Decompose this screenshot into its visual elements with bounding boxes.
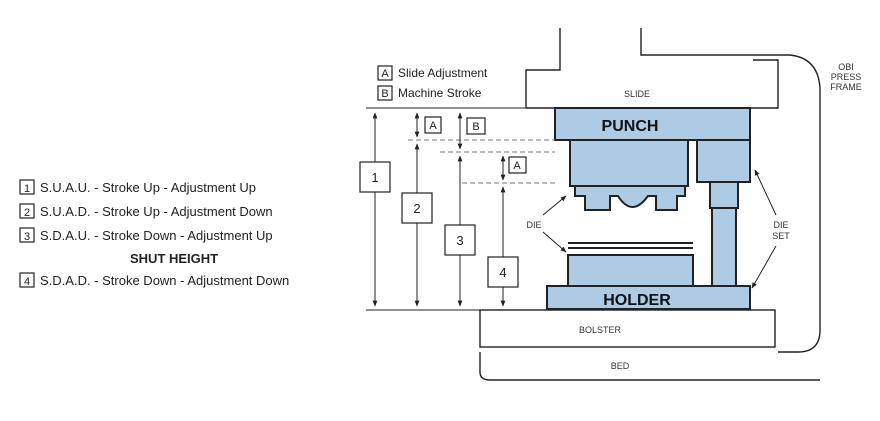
die-set-arrow: [751, 245, 777, 289]
bed-label: BED: [611, 361, 630, 371]
punch-label: PUNCH: [602, 118, 659, 135]
legend-item: 2 S.U.A.D. - Stroke Up - Adjustment Down: [19, 203, 273, 219]
reference-lines: [366, 107, 555, 311]
bolster: [479, 309, 776, 348]
die-set: [546, 107, 751, 310]
holder-label: HOLDER: [603, 292, 671, 309]
key-b-box: B: [381, 88, 388, 100]
dimension-markers: 1 A 2 B 3 A 4: [359, 116, 527, 288]
upper-die: [569, 139, 689, 187]
marker-b: B: [472, 121, 479, 133]
key-a-box: A: [381, 68, 389, 80]
legend-number: 4: [24, 276, 30, 288]
guide-post-column: [711, 207, 737, 287]
dimension-key: A Slide Adjustment B Machine Stroke: [377, 65, 488, 101]
legend-label: S.D.A.D. - Stroke Down - Adjustment Down: [40, 273, 289, 288]
legend-item: 4 S.D.A.D. - Stroke Down - Adjustment Do…: [19, 272, 289, 288]
guide-post-upper: [696, 139, 751, 183]
svg-text:FRAME: FRAME: [830, 82, 862, 92]
marker-a-upper: A: [429, 120, 437, 132]
marker-2: 2: [413, 201, 420, 216]
legend-item: 1 S.U.A.U. - Stroke Up - Adjustment Up: [19, 179, 256, 195]
frame-label: OBI PRESS FRAME: [830, 62, 862, 92]
dimension-arrows: [372, 112, 506, 307]
marker-4: 4: [499, 265, 506, 280]
svg-text:PRESS: PRESS: [831, 72, 862, 82]
marker-3: 3: [456, 233, 463, 248]
guide-post-lower: [709, 181, 739, 209]
legend: 1 S.U.A.U. - Stroke Up - Adjustment Up 2…: [19, 179, 289, 288]
marker-1: 1: [371, 170, 378, 185]
die-label: DIE: [526, 220, 541, 230]
die-set-label: DIE: [773, 220, 788, 230]
key-a-text: Slide Adjustment: [398, 66, 488, 80]
shut-height-heading: SHUT HEIGHT: [130, 251, 218, 266]
bolster-label: BOLSTER: [579, 325, 622, 335]
die-arrow: [542, 231, 567, 253]
slide-label: SLIDE: [624, 89, 650, 99]
key-b-text: Machine Stroke: [398, 86, 482, 100]
legend-label: S.D.A.U. - Stroke Down - Adjustment Up: [40, 228, 273, 243]
die-set-arrow: [754, 169, 777, 216]
marker-a-lower: A: [513, 160, 521, 172]
svg-text:OBI: OBI: [838, 62, 854, 72]
legend-label: S.U.A.D. - Stroke Up - Adjustment Down: [40, 204, 273, 219]
legend-label: S.U.A.U. - Stroke Up - Adjustment Up: [40, 180, 256, 195]
press-frame: [479, 28, 821, 381]
legend-number: 2: [24, 207, 30, 219]
upper-die-profile: [574, 185, 686, 211]
legend-number: 3: [24, 231, 30, 243]
die-set-label: SET: [772, 231, 790, 241]
die-shoe: [546, 285, 751, 310]
die-arrow: [542, 195, 567, 216]
lower-die: [567, 254, 694, 287]
legend-number: 1: [24, 183, 30, 195]
legend-item: 3 S.D.A.U. - Stroke Down - Adjustment Up: [19, 227, 273, 243]
